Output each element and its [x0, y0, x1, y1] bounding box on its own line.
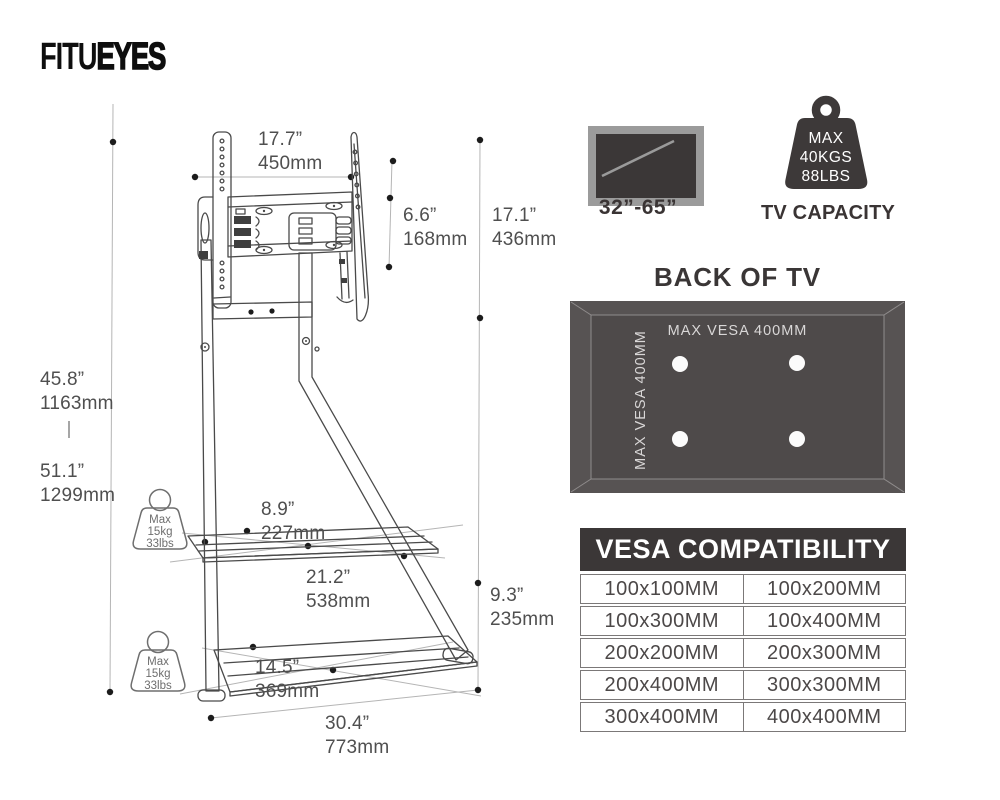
- vesa-size-cell: 200x300MM: [766, 641, 882, 664]
- dim-inch: 17.1”: [492, 205, 537, 226]
- vesa-size-cell: 100x400MM: [766, 609, 882, 632]
- dimension-label-tv-rail-height: 17.1” 436mm: [492, 204, 556, 252]
- shelf-capacity-badge-lower: Max 15kg 33lbs: [130, 630, 186, 692]
- vesa-hole: [789, 431, 805, 447]
- dim-mm: 369mm: [255, 681, 320, 702]
- table-row: 100x100MM 100x200MM: [580, 574, 906, 604]
- dim-inch: 45.8”: [40, 369, 85, 390]
- dimension-label-shelf-depth: 8.9” 227mm: [261, 498, 325, 546]
- stand-structure: [187, 131, 478, 702]
- capacity-line-lbs: 88LBS: [801, 168, 850, 185]
- vesa-hole: [789, 355, 805, 371]
- dimension-label-height-to-bracket: 45.8” 1163mm: [40, 368, 114, 416]
- dim-mm: 235mm: [490, 609, 555, 630]
- dimension-label-bracket-height: 6.6” 168mm: [403, 204, 467, 252]
- vesa-size-cell: 300x300MM: [766, 673, 882, 696]
- back-of-tv-title: BACK OF TV: [654, 262, 821, 292]
- vesa-compatibility-table: VESA COMPATIBILITY 100x100MM 100x200MM 1…: [580, 528, 906, 734]
- badge-line-kg: 15kg: [146, 668, 171, 680]
- vesa-size-cell: 200x400MM: [581, 671, 744, 699]
- badge-line-kg: 15kg: [148, 526, 173, 538]
- badge-line-lbs: 33lbs: [146, 538, 174, 550]
- screen-diagonal-icon: [601, 139, 675, 178]
- dim-mm: 538mm: [306, 591, 371, 612]
- dim-mm: 1163mm: [40, 393, 114, 414]
- table-row: 200x200MM 200x300MM: [580, 638, 906, 668]
- dim-mm: 1299mm: [40, 485, 116, 506]
- badge-line-max: Max: [147, 656, 169, 668]
- dim-mm: 450mm: [258, 153, 323, 174]
- tv-back-inner-panel: [591, 315, 884, 479]
- vesa-size-cell: 100x100MM: [581, 575, 744, 603]
- vesa-size-cell: 100x200MM: [766, 577, 882, 600]
- tv-back-panel: MAX VESA 400MM MAX VESA 400MM: [570, 301, 905, 493]
- dim-mm: 773mm: [325, 737, 390, 758]
- dimension-label-base-clearance: 9.3” 235mm: [490, 584, 554, 632]
- vesa-table-title: VESA COMPATIBILITY: [580, 528, 906, 571]
- brand-logo-fitu: FITU: [40, 36, 98, 78]
- table-row: 100x300MM 100x400MM: [580, 606, 906, 636]
- dimension-label-base-width: 30.4” 773mm: [325, 712, 389, 760]
- vesa-size-cell: 100x300MM: [581, 607, 744, 635]
- table-row: 300x400MM 400x400MM: [580, 702, 906, 732]
- tv-capacity-label: TV CAPACITY: [760, 202, 896, 224]
- dim-mm: 227mm: [261, 523, 326, 544]
- dimension-dots: [106, 136, 484, 722]
- shelf-capacity-badge-upper: Max 15kg 33lbs: [132, 488, 188, 550]
- brand-logo-eyes: EYES: [96, 35, 167, 79]
- dimension-label-shelf-width: 21.2” 538mm: [306, 566, 370, 614]
- dimension-label-total-height: 51.1” 1299mm: [40, 460, 115, 508]
- vesa-hole: [672, 431, 688, 447]
- dimension-leader-lines: [109, 103, 482, 719]
- weight-kettlebell-icon: MAX 40KGS 88LBS: [785, 95, 868, 189]
- dim-inch: 17.7”: [258, 129, 303, 150]
- dimension-label-base-depth: 14.5” 369mm: [255, 656, 319, 704]
- dim-inch: 8.9”: [261, 499, 295, 520]
- vesa-table-rows: 100x100MM 100x200MM 100x300MM 100x400MM …: [580, 574, 906, 732]
- brand-logo: FITUEYES: [40, 35, 167, 79]
- badge-line-lbs: 33lbs: [144, 680, 172, 692]
- table-row: 200x400MM 300x300MM: [580, 670, 906, 700]
- capacity-line-max: MAX: [808, 130, 843, 147]
- capacity-line-kgs: 40KGS: [800, 149, 852, 166]
- dim-inch: 51.1”: [40, 461, 85, 482]
- badge-line-max: Max: [149, 514, 171, 526]
- vesa-hole: [672, 356, 688, 372]
- dim-inch: 9.3”: [490, 585, 524, 606]
- dim-mm: 436mm: [492, 229, 557, 250]
- tv-size-icon: [588, 126, 704, 206]
- panel-bevel-lines: [570, 301, 905, 493]
- max-vesa-vertical-label: MAX VESA 400MM: [633, 330, 649, 470]
- max-vesa-horizontal-label: MAX VESA 400MM: [667, 323, 808, 339]
- tv-size-range-label: 32”-65”: [598, 196, 678, 219]
- vesa-size-cell: 400x400MM: [766, 705, 882, 728]
- vesa-size-cell: 300x400MM: [581, 703, 744, 731]
- dim-inch: 14.5”: [255, 657, 300, 678]
- dim-inch: 30.4”: [325, 713, 370, 734]
- dim-inch: 21.2”: [306, 567, 351, 588]
- dim-mm: 168mm: [403, 229, 468, 250]
- vesa-size-cell: 200x200MM: [581, 639, 744, 667]
- dim-inch: 6.6”: [403, 205, 437, 226]
- dimension-label-bracket-width: 17.7” 450mm: [258, 128, 322, 176]
